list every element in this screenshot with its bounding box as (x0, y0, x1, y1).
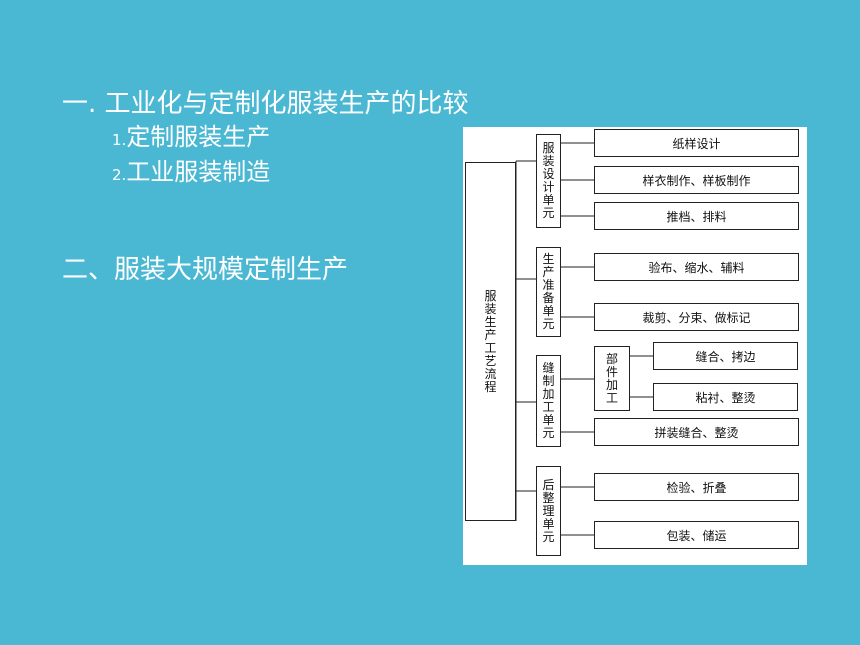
root-process-label: 服装生产工艺流程 (484, 288, 497, 394)
step-sample-making: 样衣制作、样板制作 (594, 166, 799, 194)
outline-item-1-marker: 一. (62, 89, 97, 119)
slide-outline: 一. 工业化与定制化服装生产的比较 1.定制服装生产 2.工业服装制造 二、服装… (0, 0, 860, 300)
step-assembly-pressing: 拼装缝合、整烫 (594, 418, 799, 446)
step-fusing-pressing: 粘衬、整烫 (653, 383, 798, 411)
outline-sub-1: 1.定制服装生产 (112, 120, 270, 157)
step-cutting-bundling: 裁剪、分束、做标记 (594, 303, 799, 331)
outline-sub-2: 2.工业服装制造 (112, 155, 270, 192)
unit-design-box: 服装设计单元 (536, 134, 561, 228)
process-flow-diagram: 服装生产工艺流程 服装设计单元 纸样设计 样衣制作、样板制作 推档、排料 生产准… (463, 127, 807, 565)
outline-sub-1-num: 1. (112, 131, 127, 149)
unit-prep-label: 生产准备单元 (542, 252, 555, 331)
root-process-box: 服装生产工艺流程 (465, 162, 516, 521)
subunit-parts-label: 部件加工 (605, 351, 618, 405)
unit-sewing-box: 缝制加工单元 (536, 355, 561, 447)
outline-sub-2-num: 2. (112, 166, 127, 184)
unit-finishing-label: 后整理单元 (542, 477, 555, 544)
step-inspection-folding: 检验、折叠 (594, 473, 799, 501)
outline-item-2: 二、服装大规模定制生产 (62, 255, 349, 285)
outline-sub-1-text: 定制服装生产 (126, 123, 271, 151)
connector-lines (515, 142, 653, 536)
step-pattern-design: 纸样设计 (594, 129, 799, 157)
step-packing-storage: 包装、储运 (594, 521, 799, 549)
step-seaming-overlock: 缝合、拷边 (653, 342, 798, 370)
step-fabric-inspection: 验布、缩水、辅料 (594, 253, 799, 281)
unit-finishing-box: 后整理单元 (536, 466, 561, 556)
step-grading-marking: 推档、排料 (594, 202, 799, 230)
unit-design-label: 服装设计单元 (542, 141, 555, 220)
unit-prep-box: 生产准备单元 (536, 247, 561, 337)
outline-item-1: 一. 工业化与定制化服装生产的比较 (62, 84, 469, 124)
outline-sub-2-text: 工业服装制造 (126, 158, 271, 186)
outline-item-1-text: 工业化与定制化服装生产的比较 (104, 89, 469, 119)
unit-sewing-label: 缝制加工单元 (542, 361, 555, 440)
subunit-parts-box: 部件加工 (594, 346, 630, 411)
